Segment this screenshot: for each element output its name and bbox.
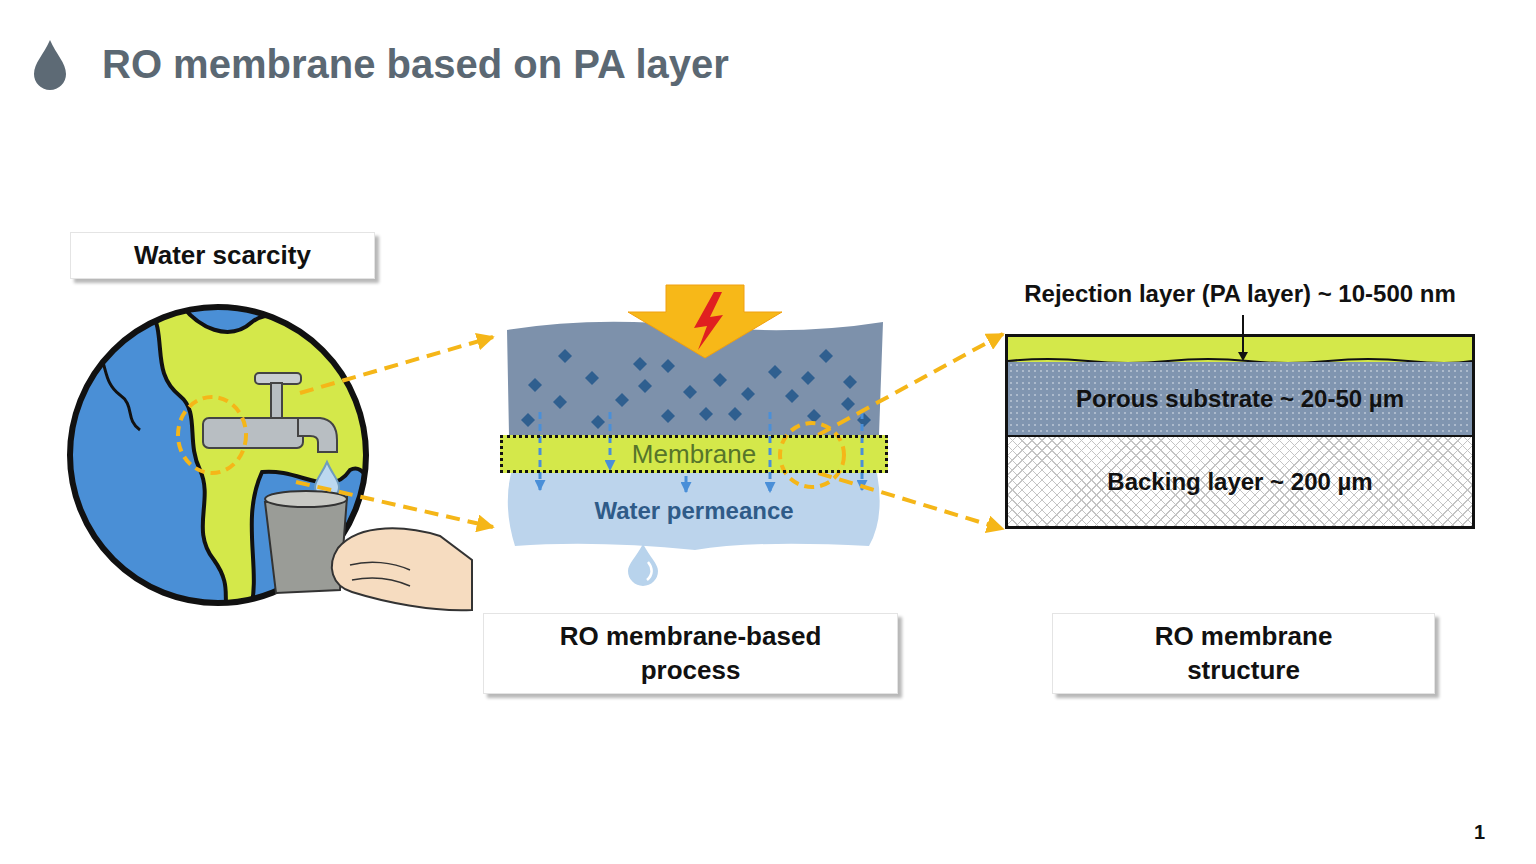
flow-arrows bbox=[540, 412, 862, 492]
caption-text: RO membrane structure bbox=[1114, 620, 1374, 688]
salt-particle bbox=[728, 407, 742, 421]
cup-and-hand bbox=[265, 491, 472, 610]
salt-particle bbox=[819, 349, 833, 363]
salt-particle bbox=[807, 409, 821, 423]
salt-particle bbox=[661, 409, 675, 423]
rejection-layer: Rejection layer (PA layer) ~ 10-500 nm bbox=[1005, 334, 1475, 362]
salt-particle bbox=[768, 365, 782, 379]
salt-particle bbox=[591, 415, 605, 429]
salt-particle bbox=[713, 373, 727, 387]
caption-text: RO membrane-based process bbox=[546, 620, 836, 688]
salt-particle bbox=[683, 385, 697, 399]
zoom-arrow bbox=[818, 473, 1003, 529]
pressure-arrow bbox=[628, 285, 782, 358]
salt-particle bbox=[615, 393, 629, 407]
text-holder: 1 bbox=[1474, 821, 1485, 844]
salt-particle bbox=[843, 375, 857, 389]
zoom-circle bbox=[178, 397, 246, 473]
layer-callout: Rejection layer (PA layer) ~ 10-500 nm bbox=[1024, 280, 1456, 308]
salt-particle bbox=[558, 349, 572, 363]
salt-particle bbox=[801, 371, 815, 385]
page-number: 1 bbox=[1474, 821, 1485, 844]
water-drop-icon bbox=[628, 544, 658, 586]
salt-particle bbox=[857, 413, 871, 427]
salt-particles bbox=[521, 349, 871, 429]
membrane-label: Membrane bbox=[632, 441, 756, 467]
salt-particle bbox=[785, 389, 799, 403]
slide-title: RO membrane based on PA layer bbox=[102, 42, 729, 87]
caption-text: Water scarcity bbox=[134, 239, 311, 273]
text-holder: RO membrane based on PA layer bbox=[102, 42, 729, 87]
caption-box: Water scarcity bbox=[70, 232, 375, 280]
salt-particle bbox=[661, 359, 675, 373]
leader-arrow bbox=[1008, 337, 1018, 347]
caption-box: RO membrane-based process bbox=[483, 613, 898, 695]
tap-icon bbox=[203, 373, 339, 499]
zoom-arrow bbox=[818, 334, 1003, 435]
salt-particle bbox=[528, 378, 542, 392]
droplet-icon bbox=[34, 40, 66, 90]
salt-particle bbox=[699, 407, 713, 421]
salt-particle bbox=[585, 371, 599, 385]
zoom-arrow bbox=[300, 337, 493, 393]
process-illustration: Water permeance Membrane bbox=[505, 318, 883, 550]
flow-label: Water permeance bbox=[505, 497, 883, 525]
salt-particle bbox=[521, 413, 535, 427]
salt-particle bbox=[841, 397, 855, 411]
layer-label: Porous substrate ~ 20-50 µm bbox=[1076, 385, 1404, 413]
salt-particle bbox=[553, 395, 567, 409]
zoom-circle bbox=[780, 423, 844, 487]
caption-box: RO membrane structure bbox=[1052, 613, 1435, 695]
backing-layer: Backing layer ~ 200 µm bbox=[1005, 435, 1475, 529]
layer-label: Backing layer ~ 200 µm bbox=[1107, 468, 1372, 496]
salt-particle bbox=[741, 387, 755, 401]
salt-particle bbox=[633, 357, 647, 371]
zoom-arrow bbox=[296, 482, 493, 527]
salt-particle bbox=[638, 379, 652, 393]
porous-substrate-layer: Porous substrate ~ 20-50 µm bbox=[1005, 362, 1475, 435]
membrane-band: Membrane bbox=[500, 435, 888, 473]
